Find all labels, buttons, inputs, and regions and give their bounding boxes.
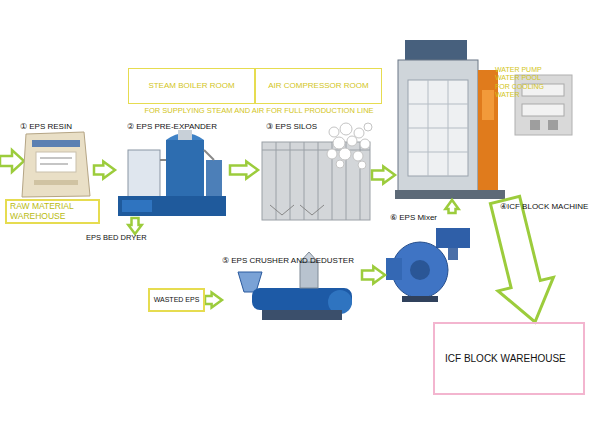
equipment-node: ① EPS RESIN <box>18 122 94 198</box>
note-text: WATER PUMP WATER POOL FOR COOLING WATER <box>495 66 547 100</box>
flow-arrow <box>362 266 385 283</box>
flow-arrow <box>205 292 222 307</box>
flow-arrow <box>128 218 141 234</box>
box-label: RAW MATERIAL WAREHOUSE <box>7 202 98 222</box>
equipment-node: EPS BED DRYER <box>86 234 168 246</box>
equipment-label: ③ EPS SILOS <box>266 122 317 131</box>
box-label: AIR COMPRESSOR ROOM <box>268 81 368 90</box>
equipment-label: EPS BED DRYER <box>86 234 147 243</box>
note-text: FOR SUPPLYING STEAM AND AIR FOR FULL PRO… <box>128 106 390 115</box>
resin-bag <box>22 132 90 197</box>
equipment-node: ② EPS PRE-EXPANDER <box>115 122 230 218</box>
flow-arrow <box>445 200 458 213</box>
equipment-node: ⑤ EPS CRUSHER AND DEDUSTER <box>222 256 362 332</box>
warehouse-box: RAW MATERIAL WAREHOUSE <box>5 199 100 224</box>
equipment-label: ⑤ EPS CRUSHER AND DEDUSTER <box>222 256 354 265</box>
equipment-label: ④ICF BLOCK MACHINE <box>500 202 588 211</box>
mixer <box>386 228 470 302</box>
box-label: WASTED EPS <box>154 296 200 304</box>
flow-arrow <box>372 166 395 183</box>
room-box: STEAM BOILER ROOM <box>128 68 255 104</box>
equipment-node: ④ICF BLOCK MACHINE <box>395 36 505 200</box>
waste-box: WASTED EPS <box>148 288 205 312</box>
equipment-node: ③ EPS SILOS <box>258 122 372 222</box>
box-label: STEAM BOILER ROOM <box>148 81 234 90</box>
equipment-label: ① EPS RESIN <box>20 122 72 131</box>
warehouse-box: ICF BLOCK WAREHOUSE <box>433 322 585 395</box>
inflow-arrow <box>0 150 24 172</box>
room-box: AIR COMPRESSOR ROOM <box>255 68 382 104</box>
block-machine <box>395 40 505 199</box>
silos <box>262 123 372 220</box>
equipment-label: ② EPS PRE-EXPANDER <box>127 122 217 131</box>
flow-arrow <box>490 196 553 322</box>
equipment-node: ⑥ EPS Mixer <box>385 213 475 303</box>
pre-expander <box>118 130 226 216</box>
flow-arrow <box>230 161 258 178</box>
equipment-label: ⑥ EPS Mixer <box>390 213 437 222</box>
box-label: ICF BLOCK WAREHOUSE <box>435 353 583 365</box>
flow-arrow <box>94 161 115 178</box>
